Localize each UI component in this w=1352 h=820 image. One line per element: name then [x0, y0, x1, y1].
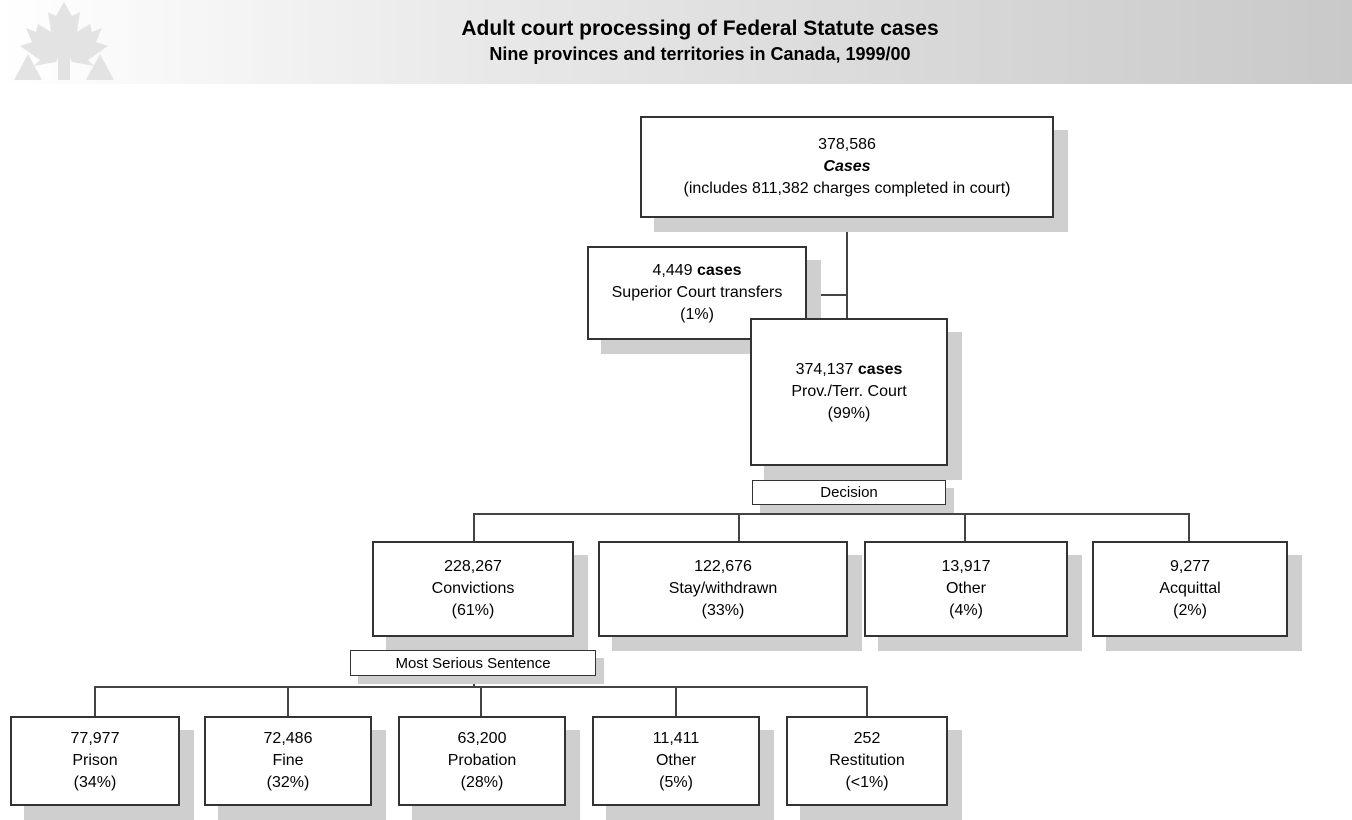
sentence-label-text: Other [655, 752, 696, 769]
sentence-label-text: Prison [72, 752, 118, 769]
connector-sentence-drop-2 [287, 686, 289, 716]
sentence-label-text: Restitution [829, 752, 905, 769]
connector-root-down [846, 218, 848, 318]
connector-sentence-down [473, 676, 475, 688]
connector-sentence-drop-3 [480, 686, 482, 716]
sentence-count: 77,977 [70, 730, 120, 747]
decision-count: 9,277 [1169, 558, 1211, 575]
decision-label-text: Acquittal [1159, 580, 1221, 597]
sentence-count: 63,200 [457, 730, 507, 747]
superior-court-box: 4,449 cases Superior Court transfers (1%… [587, 246, 807, 340]
connector-sentence-drop-1 [94, 686, 96, 716]
decision-label-text: Convictions [431, 580, 515, 597]
root-note: (includes 811,382 charges completed in c… [683, 180, 1011, 197]
decision-box-acquittal: 9,277 Acquittal (2%) [1092, 541, 1288, 637]
sentence-count: 72,486 [263, 730, 313, 747]
decision-pct: (2%) [1173, 602, 1207, 619]
header-banner: Adult court processing of Federal Statut… [0, 0, 1352, 84]
decision-box-stay-withdrawn: 122,676 Stay/withdrawn (33%) [598, 541, 848, 637]
sentence-pct: (32%) [266, 774, 310, 791]
provterr-unit: cases [857, 361, 903, 378]
sentence-pct: (5%) [659, 774, 693, 791]
sentence-pct: (28%) [460, 774, 504, 791]
provterr-pct: (99%) [827, 405, 871, 422]
sentence-label-text: Probation [447, 752, 517, 769]
provterr-court-box: 374,137 cases Prov./Terr. Court (99%) [750, 318, 948, 466]
connector-decision-down [846, 505, 848, 515]
page-subtitle: Nine provinces and territories in Canada… [489, 44, 911, 64]
superior-count-line: 4,449 cases [653, 260, 742, 282]
decision-count: 228,267 [444, 558, 502, 575]
sentence-label: Most Serious Sentence [350, 650, 596, 676]
decision-label: Decision [752, 480, 946, 505]
provterr-count-line: 374,137 cases [796, 359, 903, 381]
sentence-box-fine: 72,486 Fine (32%) [204, 716, 372, 806]
sentence-pct: (34%) [73, 774, 117, 791]
decision-count: 122,676 [694, 558, 752, 575]
superior-unit: cases [697, 262, 742, 279]
decision-pct: (61%) [451, 602, 495, 619]
connector-sentence-drop-5 [866, 686, 868, 716]
sentence-box-restitution: 252 Restitution (<1%) [786, 716, 948, 806]
page-title: Adult court processing of Federal Statut… [461, 17, 939, 40]
sentence-box-probation: 63,200 Probation (28%) [398, 716, 566, 806]
sentence-count: 252 [853, 730, 881, 747]
decision-pct: (33%) [701, 602, 745, 619]
connector-decision-drop-3 [964, 513, 966, 541]
maple-leaf-justice-logo-icon [14, 2, 114, 80]
connector-sentence-drop-4 [675, 686, 677, 716]
superior-pct: (1%) [680, 306, 714, 323]
decision-count: 13,917 [941, 558, 991, 575]
provterr-count: 374,137 [795, 361, 854, 378]
sentence-box-other: 11,411 Other (5%) [592, 716, 760, 806]
superior-count: 4,449 [652, 262, 693, 279]
root-label: Cases [823, 158, 871, 175]
sentence-box-prison: 77,977 Prison (34%) [10, 716, 180, 806]
connector-decision-drop-1 [473, 513, 475, 541]
decision-box-other: 13,917 Other (4%) [864, 541, 1068, 637]
connector-decision-drop-2 [738, 513, 740, 541]
connector-decision-bar [473, 513, 1190, 515]
decision-label-text: Stay/withdrawn [668, 580, 778, 597]
superior-label: Superior Court transfers [611, 284, 783, 301]
decision-label-text: Other [945, 580, 986, 597]
root-count: 378,586 [818, 136, 876, 153]
connector-decision-drop-4 [1188, 513, 1190, 541]
decision-box-convictions: 228,267 Convictions (61%) [372, 541, 574, 637]
sentence-pct: (<1%) [845, 774, 889, 791]
root-cases-box: 378,586 Cases (includes 811,382 charges … [640, 116, 1054, 218]
decision-pct: (4%) [949, 602, 983, 619]
sentence-count: 11,411 [652, 730, 700, 747]
sentence-label-text: Fine [272, 752, 304, 769]
provterr-label: Prov./Terr. Court [791, 383, 907, 400]
connector-superior [806, 294, 848, 296]
